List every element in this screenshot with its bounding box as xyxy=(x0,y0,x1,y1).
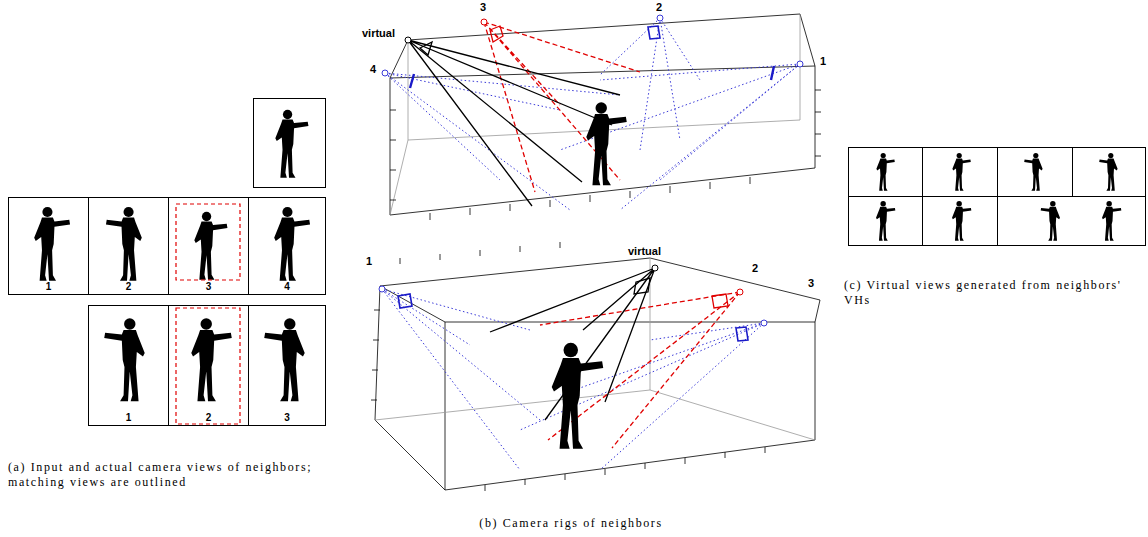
camera-number: 3 xyxy=(808,277,814,290)
camera-icon xyxy=(398,294,412,308)
camera-center xyxy=(481,19,487,25)
camera-frustum xyxy=(382,289,764,470)
virtual-views-grid xyxy=(848,147,1146,246)
camera-center xyxy=(652,265,658,271)
camera-center xyxy=(737,289,743,295)
panel-caption: (b) Camera rigs of neighbors xyxy=(440,516,702,531)
camera-icon xyxy=(712,294,728,308)
camera-number: 4 xyxy=(370,63,376,76)
camera-center xyxy=(761,320,767,326)
silhouette xyxy=(876,153,894,191)
match-outline xyxy=(176,204,240,280)
camera-frustum xyxy=(385,18,800,210)
camera-view-cell: 1 xyxy=(8,197,89,295)
silhouette xyxy=(952,201,971,241)
camera-center xyxy=(382,70,388,76)
plot-box xyxy=(371,242,820,491)
silhouette xyxy=(952,153,970,191)
silhouette xyxy=(191,318,231,401)
camera-number: 2 xyxy=(656,1,662,14)
silhouette xyxy=(194,212,227,280)
match-outline xyxy=(176,308,240,424)
silhouette xyxy=(1024,153,1042,191)
silhouette xyxy=(34,207,70,281)
camera-number: 2 xyxy=(752,262,758,275)
camera-number: 1 xyxy=(820,55,826,68)
silhouette xyxy=(106,207,142,281)
silhouette xyxy=(876,201,895,241)
view-number: 2 xyxy=(89,281,168,292)
input-view-frame xyxy=(254,99,326,188)
view-number: 1 xyxy=(9,281,88,292)
camera-number: 3 xyxy=(480,1,486,14)
camera-icon xyxy=(648,26,660,39)
camera-frustum xyxy=(540,292,740,448)
camera-view-cell: 3 xyxy=(248,305,326,426)
camera-center xyxy=(379,286,385,292)
silhouette xyxy=(275,110,308,178)
camera-center xyxy=(405,37,411,43)
virtual-camera-label: virtual xyxy=(628,245,661,258)
view-number: 2 xyxy=(169,412,248,423)
camera-view-cell: 4 xyxy=(248,197,326,295)
view-number: 3 xyxy=(169,281,248,292)
silhouette xyxy=(264,318,304,401)
camera-number: 1 xyxy=(366,255,372,268)
silhouette xyxy=(1099,153,1117,191)
silhouette xyxy=(104,318,144,401)
silhouette xyxy=(1102,201,1121,241)
view-number: 4 xyxy=(249,281,325,292)
virtual-frustum xyxy=(408,40,620,206)
silhouette xyxy=(1041,201,1060,241)
panel-caption: (a) Input and actual camera views of nei… xyxy=(8,460,330,490)
camera-icon xyxy=(410,74,414,88)
camera-center xyxy=(797,61,803,67)
virtual-camera-label: virtual xyxy=(362,27,395,40)
camera-center xyxy=(657,15,663,21)
panel-caption: (c) Virtual views generated from neighbo… xyxy=(844,278,1144,308)
plot-box xyxy=(390,14,821,220)
camera-icon xyxy=(771,66,774,80)
silhouette xyxy=(274,207,310,281)
camera-view-cell: 2 xyxy=(88,197,169,295)
camera-icon xyxy=(490,26,503,42)
camera-view-cell: 2 xyxy=(168,305,249,426)
subject-silhouette xyxy=(552,343,604,449)
camera-icon xyxy=(736,327,748,341)
view-number: 3 xyxy=(249,412,325,423)
camera-view-cell: 1 xyxy=(88,305,169,426)
camera-view-cell: 3 xyxy=(168,197,249,295)
view-number: 1 xyxy=(89,412,168,423)
subject-silhouette xyxy=(586,102,626,185)
